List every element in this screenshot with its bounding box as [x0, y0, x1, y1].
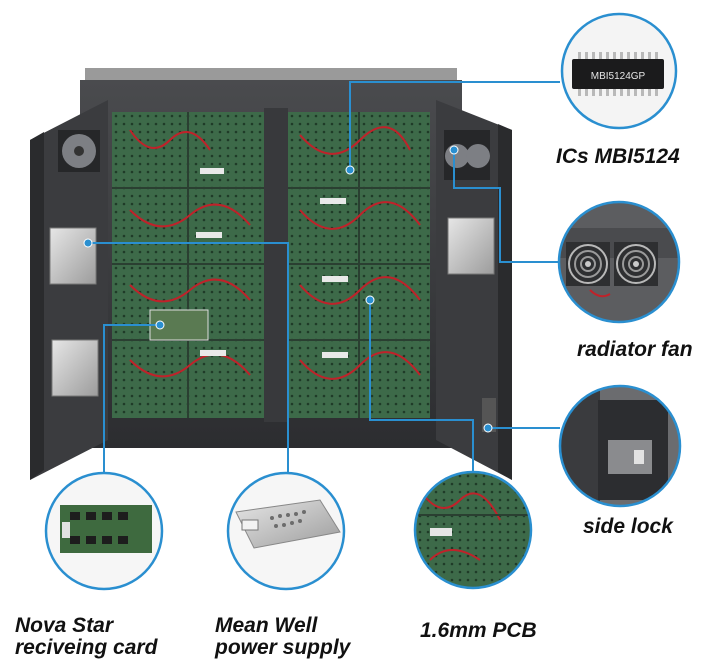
label-mean-well: Mean Well power supply: [215, 615, 350, 659]
label-nova-star: Nova Star reciveing card: [15, 615, 157, 659]
fan-right-icon: [614, 242, 658, 286]
ribbon-cables: [196, 168, 348, 358]
callout-lock: [558, 384, 682, 508]
label-radiator-fan: radiator fan: [577, 338, 693, 361]
center-divider: [264, 108, 288, 422]
module-seams: [112, 112, 430, 418]
callout-meanwell: [226, 471, 346, 591]
label-mean-well-line1: Mean Well: [215, 614, 318, 637]
power-cables: [129, 126, 421, 380]
leader-lines: [88, 81, 560, 473]
leader-dots: [83, 145, 493, 433]
label-ics: ICs MBI5124: [556, 145, 680, 168]
side-lock-latch: [608, 440, 652, 474]
cabinet-top-rail: [85, 68, 457, 80]
left-door-fan: [58, 130, 100, 172]
left-door-psu-top: [49, 227, 97, 285]
label-pcb: 1.6mm PCB: [420, 619, 537, 642]
callout-ics: MBI5124GP: [560, 12, 678, 130]
label-side-lock: side lock: [583, 515, 673, 538]
led-cabinet: [80, 68, 462, 448]
power-supply-body: [235, 499, 341, 549]
ic-chip-marking: MBI5124GP: [591, 71, 646, 82]
callout-fan: [557, 200, 681, 324]
callout-pcb: [413, 470, 533, 590]
label-mean-well-line2: power supply: [215, 636, 351, 659]
left-door: [30, 100, 108, 480]
left-door-psu-bottom: [51, 339, 99, 397]
label-nova-line2: reciveing card: [15, 636, 158, 659]
fan-left-icon: [566, 242, 610, 286]
right-door: [436, 100, 512, 480]
ic-chip-body: [572, 59, 664, 89]
label-nova-line1: Nova Star: [15, 614, 114, 637]
ic-chip-pins: [578, 52, 658, 96]
right-door-psu: [447, 217, 495, 275]
right-door-lock: [482, 398, 496, 432]
right-door-fans: [444, 130, 490, 180]
callout-nova: [44, 471, 164, 591]
